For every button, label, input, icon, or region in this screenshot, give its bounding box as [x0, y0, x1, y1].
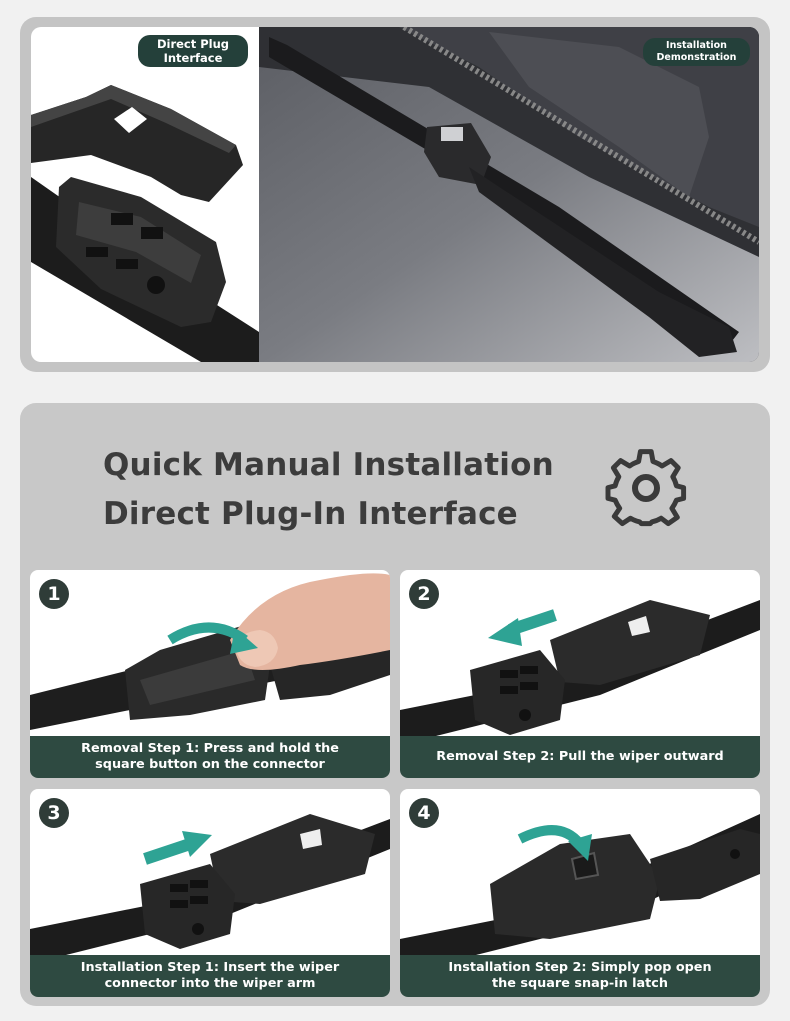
connector-illustration	[31, 85, 259, 362]
badge-line: Installation	[666, 40, 727, 51]
step-number-2: 2	[409, 579, 439, 609]
connector-closeup-photo	[31, 27, 259, 362]
step-number-1: 1	[39, 579, 69, 609]
caption-line: Removal Step 1: Press and hold the	[81, 741, 339, 756]
badge-line: Direct Plug	[156, 37, 230, 51]
caption-line: Installation Step 1: Insert the wiper	[80, 960, 340, 975]
step-card-2: 2 Removal Step 2: Pull the wiper outward	[400, 570, 760, 778]
step-2-illustration	[400, 600, 760, 745]
caption-line: the square snap-in latch	[492, 976, 668, 991]
step-card-3: 3 Installation Step 1: Insert the wiper …	[30, 789, 390, 997]
step-caption-2: Removal Step 2: Pull the wiper outward	[400, 736, 760, 778]
gear-icon	[605, 449, 687, 527]
step-3-illustration	[30, 814, 390, 964]
step-number-3: 3	[39, 798, 69, 828]
heading-line-1: Quick Manual Installation	[103, 447, 554, 483]
windshield-illustration	[259, 27, 759, 362]
step-caption-4: Installation Step 2: Simply pop open the…	[400, 955, 760, 997]
step-card-1: 1 Removal Step 1: Press and hold the squ…	[30, 570, 390, 778]
caption-line: connector into the wiper arm	[104, 976, 316, 991]
step-card-4: 4 Installation Step 2: Simply pop open t…	[400, 789, 760, 997]
direct-plug-interface-badge: Direct Plug Interface	[138, 35, 248, 67]
installation-demonstration-badge: Installation Demonstration	[643, 38, 750, 66]
arrow-icon	[143, 838, 192, 865]
installation-demonstration-photo	[259, 27, 759, 362]
caption-line: Installation Step 2: Simply pop open	[448, 960, 712, 975]
badge-line: Demonstration	[656, 51, 737, 63]
caption-line: square button on the connector	[95, 757, 325, 772]
badge-line: Interface	[163, 51, 223, 66]
step-1-illustration	[30, 573, 390, 730]
heading-line-2: Direct Plug-In Interface	[103, 496, 518, 532]
step-4-illustration	[400, 814, 760, 974]
step-caption-1: Removal Step 1: Press and hold the squar…	[30, 736, 390, 778]
step-number-4: 4	[409, 798, 439, 828]
step-caption-3: Installation Step 1: Insert the wiper co…	[30, 955, 390, 997]
caption-line: Removal Step 2: Pull the wiper outward	[436, 749, 724, 764]
